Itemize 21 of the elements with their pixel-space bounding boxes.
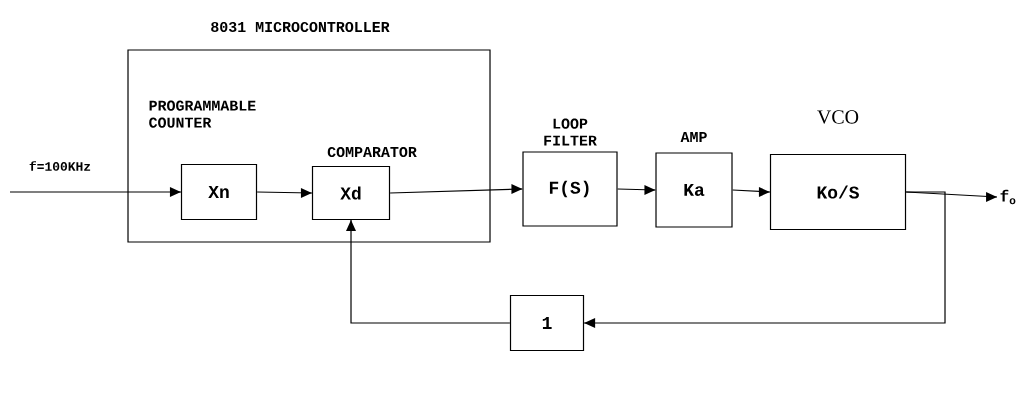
block-box: VCO Ko/S bbox=[769, 110, 907, 231]
output-label: f$_{o}$ bbox=[1000, 189, 1016, 205]
feedback-box: 1 bbox=[509, 294, 585, 352]
block-box: COMPARATOR Xd bbox=[311, 146, 417, 221]
arrow bbox=[732, 187, 771, 197]
node-label: PROGRAMMABLE COUNTER bbox=[149, 100, 256, 128]
block-box: AMP Ka bbox=[655, 132, 733, 228]
arrow bbox=[256, 188, 313, 198]
arrow bbox=[9, 187, 182, 197]
node-label: 8031 MICROCONTROLLER bbox=[211, 21, 390, 33]
block-box: PROGRAMMABLE COUNTER Xn bbox=[149, 100, 258, 221]
arrow bbox=[617, 185, 656, 195]
node-label: AMP bbox=[680, 132, 707, 142]
arrow bbox=[346, 219, 511, 324]
arrow bbox=[583, 191, 946, 328]
edge-label: f=100KHz bbox=[27, 160, 93, 172]
block-box: LOOP FILTER F(S) bbox=[522, 118, 618, 227]
node-label: COMPARATOR bbox=[327, 146, 417, 158]
arrow bbox=[389, 184, 523, 194]
node-label: VCO bbox=[817, 110, 859, 124]
node-label: LOOP FILTER bbox=[544, 118, 597, 146]
